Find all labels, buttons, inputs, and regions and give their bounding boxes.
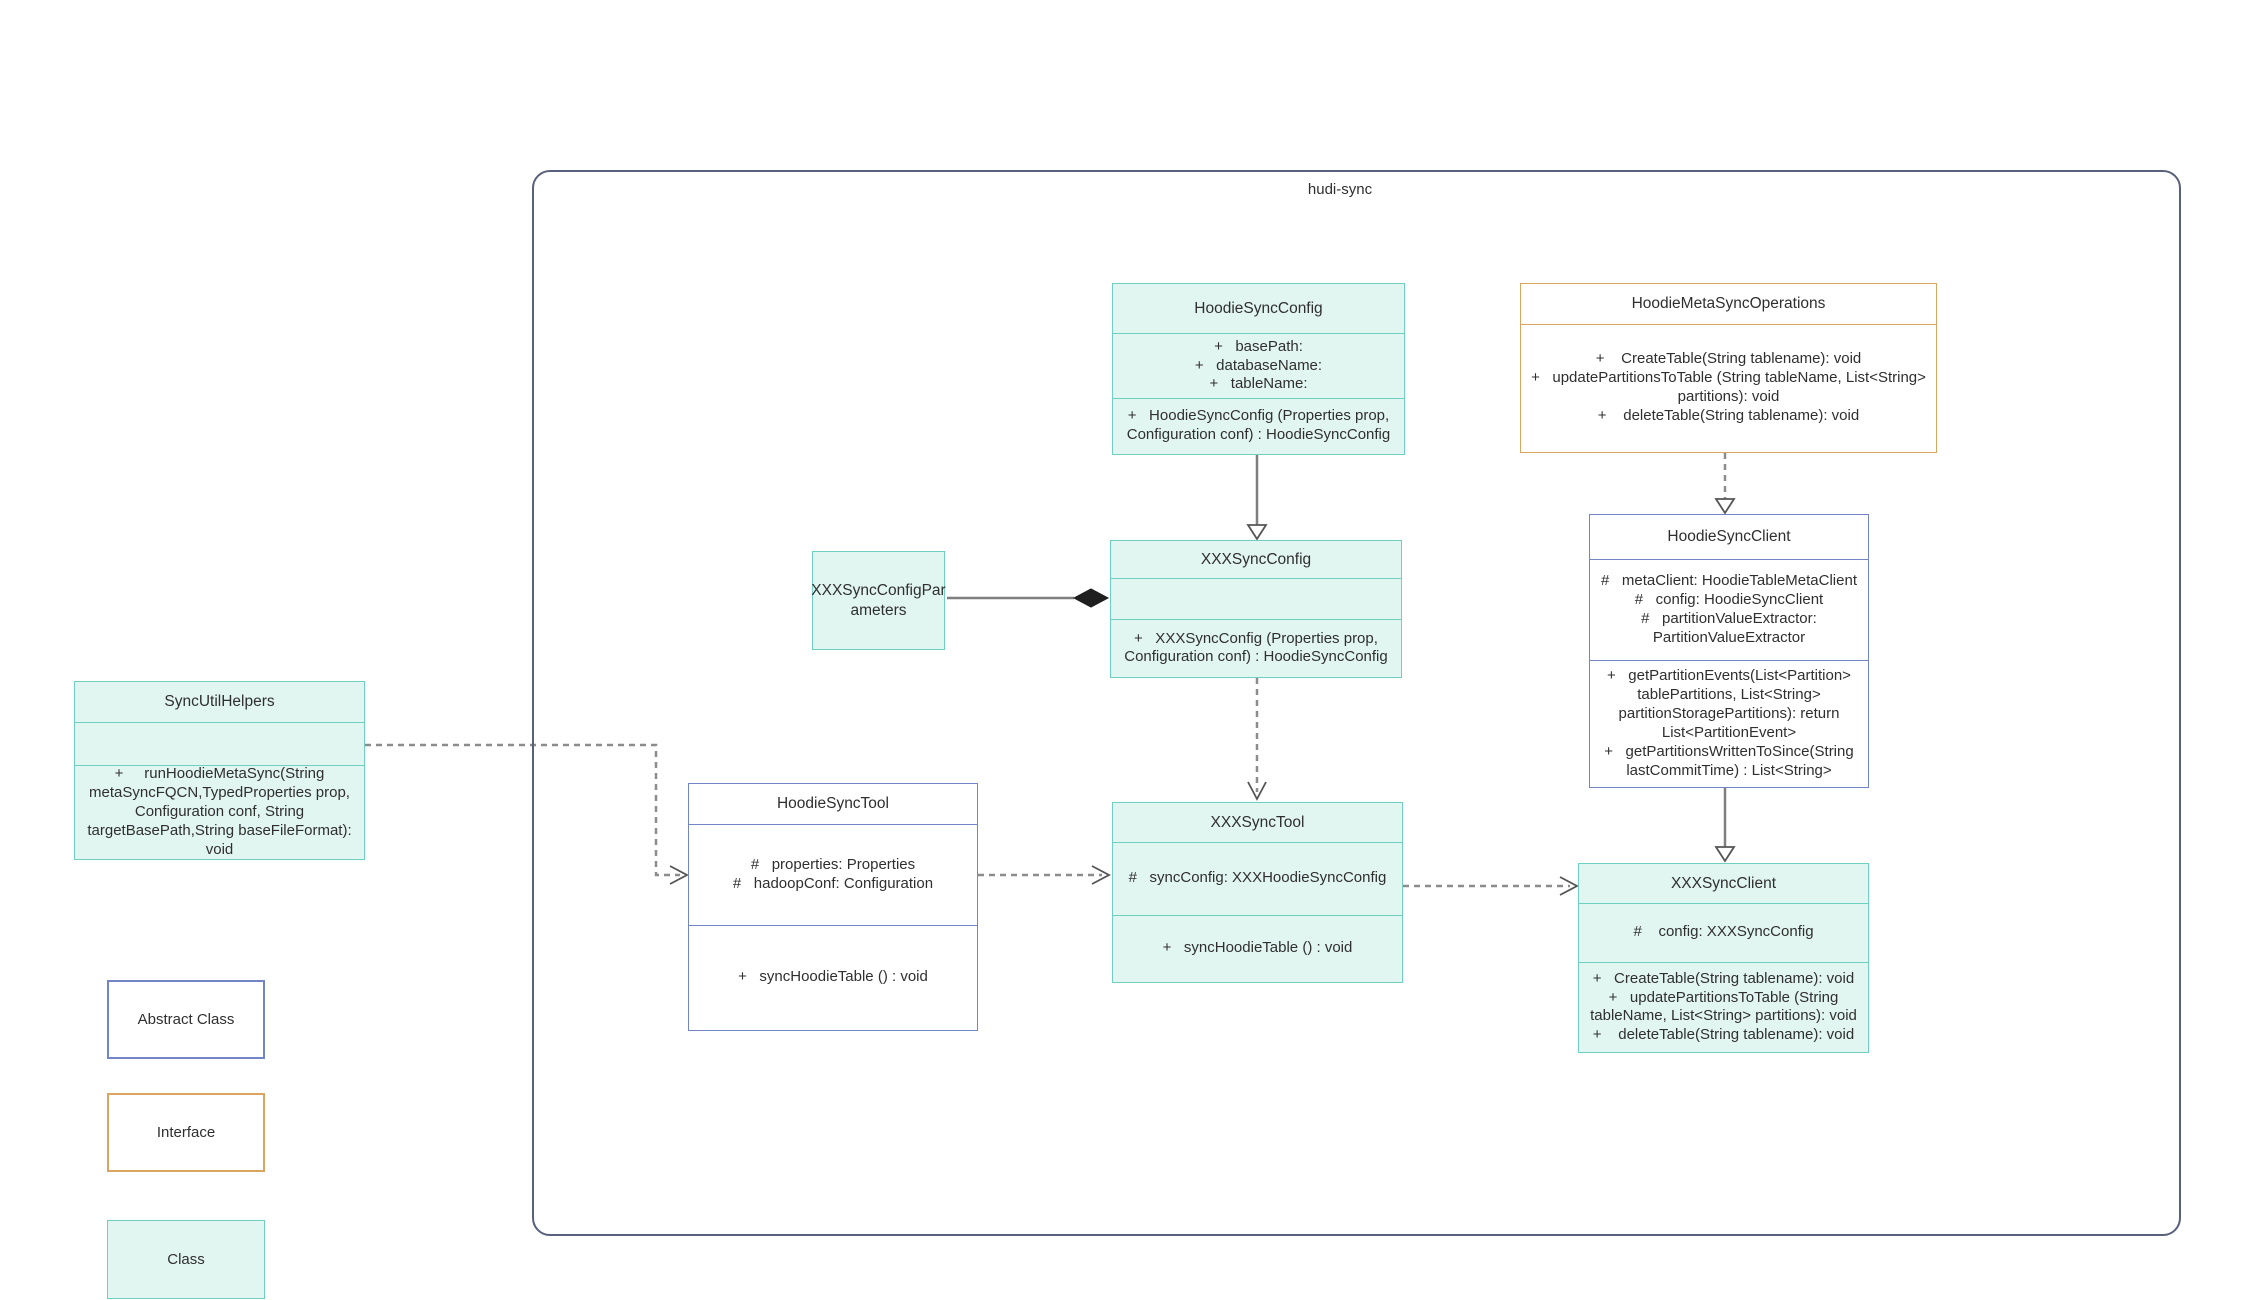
methods-compartment: + XXXSyncConfig (Properties prop, Config… [1111,618,1401,677]
attributes-compartment: # properties: Properties # hadoopConf: C… [689,823,977,925]
class-title: XXXSyncClient [1670,874,1777,892]
method: + deleteTable(String tablename): void [1592,1026,1855,1044]
class-title: XXXSyncTool [1210,813,1305,831]
attribute: # config: HoodieSyncClient [1634,590,1824,608]
class-xxx-sync-config-parameters[interactable]: XXXSyncConfigPar ameters [811,551,946,650]
methods-compartment: + syncHoodieTable () : void [689,924,977,1030]
class-title: XXXSyncConfig [1200,550,1312,568]
method: + getPartitionEvents(List<Partition> tab… [1607,667,1851,741]
legend-interface[interactable]: Interface [107,1093,265,1172]
abstract-class-hoodie-sync-tool[interactable]: HoodieSyncTool # properties: Properties … [688,783,978,1031]
legend-class-label: Class [167,1251,205,1268]
methods-compartment: + runHoodieMetaSync(String metaSyncFQCN,… [75,765,364,859]
attributes-compartment [1111,578,1401,618]
methods-compartment: + CreateTable(String tablename): void + … [1579,961,1868,1052]
method: + CreateTable(String tablename): void [1592,969,1855,987]
group-hudi-sync-label: hudi-sync [1307,181,1373,198]
attributes-compartment: + basePath: + databaseName: + tableName: [1113,333,1404,397]
class-title: HoodieSyncClient [1667,528,1791,546]
method: + getPartitionsWrittenToSince(String las… [1604,742,1854,779]
methods-compartment: + HoodieSyncConfig (Properties prop, Con… [1113,397,1404,454]
class-title: SyncUtilHelpers [164,693,275,711]
attribute: # hadoopConf: Configuration [732,874,934,892]
methods-compartment: + getPartitionEvents(List<Partition> tab… [1590,659,1868,787]
class-title: HoodieMetaSyncOperations [1631,295,1826,313]
group-hudi-sync[interactable] [532,170,2181,1236]
class-xxx-sync-client[interactable]: XXXSyncClient # config: XXXSyncConfig + … [1578,863,1869,1053]
legend-class[interactable]: Class [107,1220,265,1299]
method: + CreateTable(String tablename): void [1595,350,1862,368]
attributes-compartment: # metaClient: HoodieTableMetaClient # co… [1590,558,1868,660]
abstract-class-hoodie-sync-client[interactable]: HoodieSyncClient # metaClient: HoodieTab… [1589,514,1869,788]
method: + XXXSyncConfig (Properties prop, Config… [1124,629,1388,666]
legend-interface-label: Interface [156,1124,216,1141]
attribute: # config: XXXSyncConfig [1633,923,1814,941]
interface-hoodie-meta-sync-operations[interactable]: HoodieMetaSyncOperations + CreateTable(S… [1520,283,1937,453]
method: + HoodieSyncConfig (Properties prop, Con… [1126,407,1391,444]
methods-compartment: + CreateTable(String tablename): void + … [1521,323,1936,452]
attribute: + tableName: [1209,375,1308,393]
class-title: HoodieSyncConfig [1194,299,1323,317]
class-hoodie-sync-config[interactable]: HoodieSyncConfig + basePath: + databaseN… [1112,283,1405,455]
attribute: # properties: Properties [750,855,916,873]
legend-abstract-class-label: Abstract Class [137,1011,235,1028]
attribute: + databaseName: [1194,356,1323,374]
attributes-compartment: # config: XXXSyncConfig [1579,902,1868,962]
class-xxx-sync-tool[interactable]: XXXSyncTool # syncConfig: XXXHoodieSyncC… [1112,802,1403,983]
attribute: + basePath: [1214,337,1303,355]
method: + updatePartitionsToTable (String tableN… [1531,369,1926,406]
method: + syncHoodieTable () : void [1162,939,1353,957]
attribute: # partitionValueExtractor: PartitionValu… [1641,609,1817,646]
legend-abstract-class[interactable]: Abstract Class [107,980,265,1059]
attribute: # metaClient: HoodieTableMetaClient [1601,572,1857,590]
attributes-compartment [75,722,364,765]
attribute: # syncConfig: XXXHoodieSyncConfig [1128,869,1387,887]
method: + syncHoodieTable () : void [738,968,928,986]
attributes-compartment: # syncConfig: XXXHoodieSyncConfig [1113,841,1402,915]
method: + deleteTable(String tablename): void [1597,407,1860,425]
method: + updatePartitionsToTable (String tableN… [1590,988,1857,1025]
class-title: XXXSyncConfigPar ameters [811,581,946,619]
class-xxx-sync-config[interactable]: XXXSyncConfig + XXXSyncConfig (Propertie… [1110,540,1402,678]
method: + runHoodieMetaSync(String metaSyncFQCN,… [87,765,352,858]
methods-compartment: + syncHoodieTable () : void [1113,914,1402,982]
class-title: HoodieSyncTool [776,795,889,813]
class-sync-util-helpers[interactable]: SyncUtilHelpers + runHoodieMetaSync(Stri… [74,681,365,860]
